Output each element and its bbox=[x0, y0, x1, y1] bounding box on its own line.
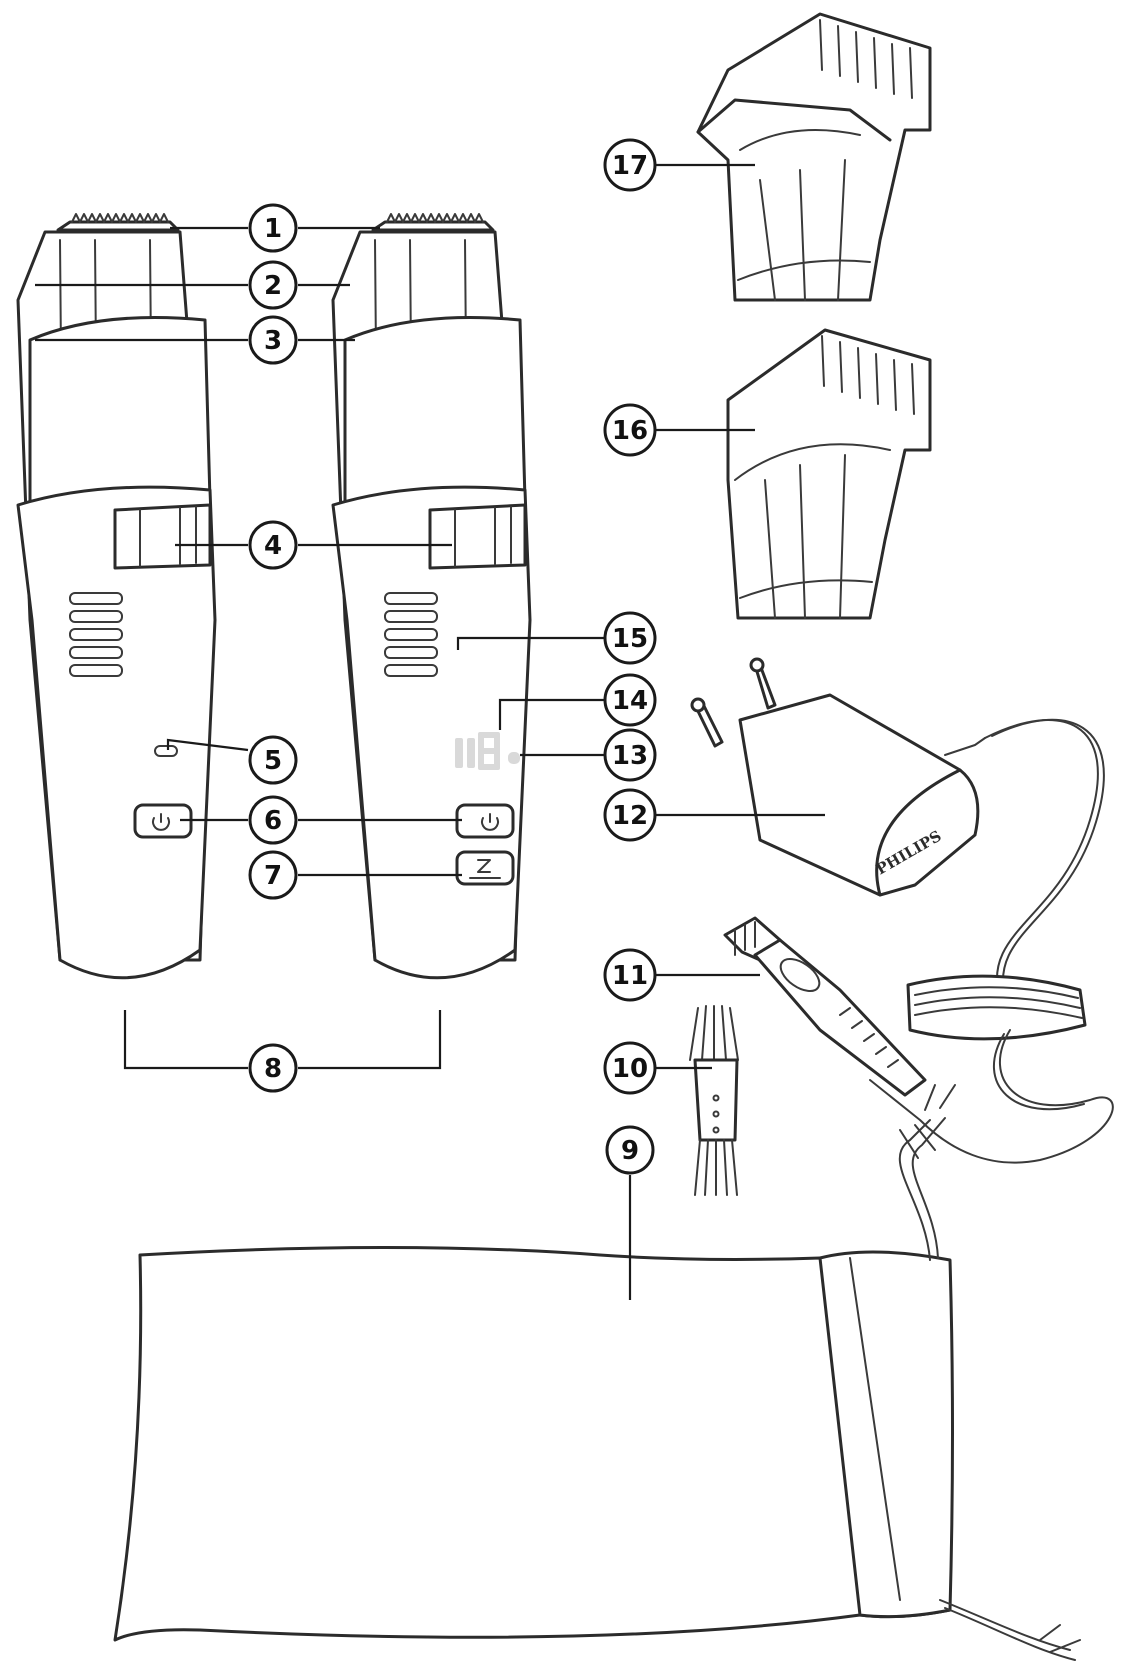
callout-7-label: 7 bbox=[264, 861, 282, 891]
comb-16 bbox=[726, 328, 932, 620]
callout-11-label: 11 bbox=[612, 961, 648, 991]
right-trimmer-vents bbox=[384, 592, 438, 677]
callout-6: 6 bbox=[248, 795, 298, 845]
callout-14-label: 14 bbox=[612, 686, 648, 716]
callout-11: 11 bbox=[603, 948, 657, 1002]
cleaning-brush bbox=[689, 1005, 739, 1196]
right-power-button bbox=[455, 803, 515, 839]
callout-1: 1 bbox=[248, 203, 298, 253]
callout-3-label: 3 bbox=[264, 326, 282, 356]
callout-10: 10 bbox=[603, 1041, 657, 1095]
callout-5: 5 bbox=[248, 735, 298, 785]
callout-12-label: 12 bbox=[612, 801, 648, 831]
callout-13-label: 13 bbox=[612, 741, 648, 771]
callout-4-label: 4 bbox=[264, 531, 282, 561]
right-trimmer-display bbox=[455, 732, 520, 770]
leader-lines bbox=[35, 163, 825, 1300]
comb-17 bbox=[696, 12, 932, 302]
left-charge-indicator bbox=[154, 745, 178, 757]
callout-17-label: 17 bbox=[612, 151, 648, 181]
callout-2-label: 2 bbox=[264, 271, 282, 301]
turbo-button bbox=[455, 850, 515, 886]
callout-6-label: 6 bbox=[264, 806, 282, 836]
callout-8-label: 8 bbox=[264, 1054, 282, 1084]
callout-14: 14 bbox=[603, 673, 657, 727]
callout-12: 12 bbox=[603, 788, 657, 842]
callout-9: 9 bbox=[605, 1125, 655, 1175]
callout-16: 16 bbox=[603, 403, 657, 457]
callout-15-label: 15 bbox=[612, 624, 648, 654]
callout-7: 7 bbox=[248, 850, 298, 900]
callout-1-label: 1 bbox=[264, 214, 282, 244]
charger-adapter: PHILIPS bbox=[690, 657, 1105, 1003]
callout-13: 13 bbox=[603, 728, 657, 782]
callout-3: 3 bbox=[248, 315, 298, 365]
right-trimmer bbox=[331, 213, 532, 980]
left-trimmer-vents bbox=[69, 592, 123, 677]
storage-pouch bbox=[113, 1084, 1081, 1661]
callout-16-label: 16 bbox=[612, 416, 648, 446]
callout-17: 17 bbox=[603, 138, 657, 192]
callout-10-label: 10 bbox=[612, 1054, 648, 1084]
callout-8: 8 bbox=[248, 1043, 298, 1093]
callout-15: 15 bbox=[603, 611, 657, 665]
callout-5-label: 5 bbox=[264, 746, 282, 776]
appliance-plug bbox=[723, 916, 927, 1097]
left-trimmer bbox=[16, 213, 217, 980]
callout-4: 4 bbox=[248, 520, 298, 570]
charger-cord bbox=[869, 974, 1114, 1164]
callout-9-label: 9 bbox=[621, 1136, 639, 1166]
callout-2: 2 bbox=[248, 260, 298, 310]
